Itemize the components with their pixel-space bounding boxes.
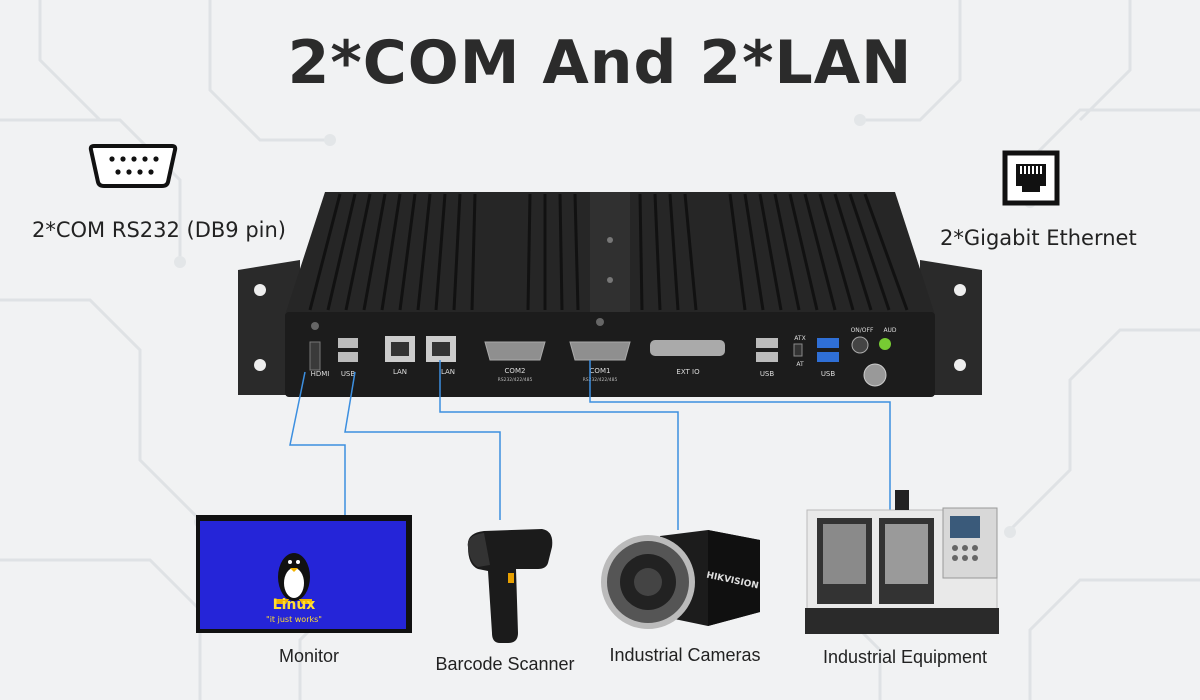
com1-port <box>569 341 631 361</box>
ext-io-port <box>650 340 725 356</box>
at-label: AT <box>796 361 804 368</box>
industrial-camera-image: HIKVISION <box>601 530 760 629</box>
industrial-pc: HDMI USB LAN LAN COM2 RS232/422/485 COM1… <box>238 192 982 397</box>
atx-switch <box>793 343 803 357</box>
com2-port-label: COM2 <box>505 367 526 375</box>
aud-label: AUD <box>883 327 896 334</box>
audio-jack <box>879 338 891 350</box>
lan-port-label-1: LAN <box>393 368 407 376</box>
industrial-equipment-caption: Industrial Equipment <box>822 647 988 667</box>
usb-port-label-1: USB <box>341 370 356 378</box>
onoff-label: ON/OFF <box>851 327 874 334</box>
rj45-port-icon <box>1002 150 1060 206</box>
power-button <box>851 336 869 354</box>
monitor-caption: Monitor <box>278 646 340 666</box>
com2-port <box>484 341 546 361</box>
com-feature-label: 2*COM RS232 (DB9 pin) <box>32 218 286 242</box>
page-title: 2*COM And 2*LAN <box>287 28 913 98</box>
dc-power-connector <box>863 363 887 387</box>
scanner-trigger <box>508 573 514 583</box>
hdmi-port-label: HDMI <box>311 370 330 378</box>
ext-io-label: EXT IO <box>676 368 700 376</box>
db9-connector-icon <box>88 144 178 188</box>
usb-port <box>338 352 358 362</box>
lan-feature-label: 2*Gigabit Ethernet <box>940 226 1137 250</box>
industrial-cameras-caption: Industrial Cameras <box>609 645 761 665</box>
com2-port-sublabel: RS232/422/485 <box>498 377 533 383</box>
usb3-port <box>817 352 839 362</box>
com1-port-sublabel: RS232/422/485 <box>583 377 618 383</box>
usb-port-label-3: USB <box>821 370 836 378</box>
lan-port-label-2: LAN <box>441 368 455 376</box>
usb-port-2 <box>756 352 778 362</box>
atx-label: ATX <box>794 335 805 342</box>
monitor-image: Linux "it just works" <box>196 515 412 633</box>
right-mounting-bracket <box>920 260 982 395</box>
industrial-equipment-image <box>805 490 999 634</box>
barcode-scanner-caption: Barcode Scanner <box>435 654 575 674</box>
com1-port-label: COM1 <box>590 367 611 375</box>
cnc-control-screen <box>950 516 980 538</box>
monitor-os-text: Linux <box>273 597 316 613</box>
barcode-scanner-image <box>467 529 553 643</box>
signal-light <box>895 490 909 510</box>
left-mounting-bracket <box>238 260 300 395</box>
usb-port-label-2: USB <box>760 370 775 378</box>
monitor-tagline-text: "it just works" <box>266 615 322 624</box>
hdmi-port <box>309 341 321 371</box>
